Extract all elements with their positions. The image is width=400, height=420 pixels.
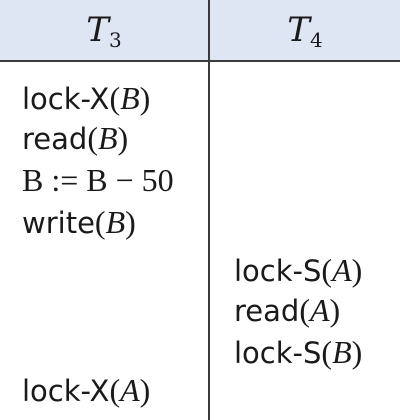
t3-op-assign: B := B − 50 [22, 162, 174, 198]
column-divider [208, 0, 210, 420]
t3-op-lock-x-a: lock-X(A) [22, 372, 151, 408]
header-row [0, 0, 400, 60]
t3-op-lock-x-b: lock-X(B) [22, 80, 151, 116]
column-header-t4: T4 [287, 10, 323, 52]
t4-op-read-a: read(A) [234, 292, 341, 328]
t3-op-read-b: read(B) [22, 120, 129, 156]
t4-op-lock-s-b: lock-S(B) [234, 334, 363, 370]
column-header-t3: T3 [86, 10, 122, 52]
header-rule [0, 60, 400, 62]
t4-op-lock-s-a: lock-S(A) [234, 252, 363, 288]
t3-op-write-b: write(B) [22, 204, 136, 240]
